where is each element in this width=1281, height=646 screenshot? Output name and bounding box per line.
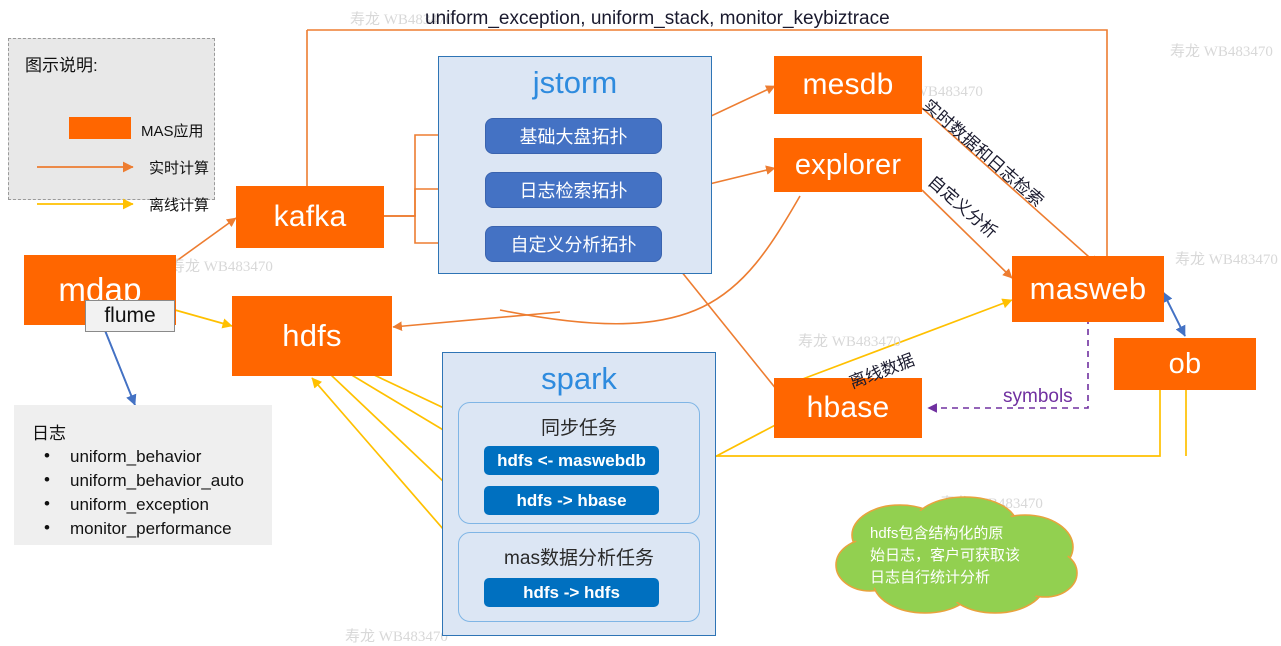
- edge-label-symbols: symbols: [1003, 386, 1073, 407]
- cloud-note-text: hdfs包含结构化的原 始日志，客户可获取该 日志自行统计分析: [870, 523, 1055, 589]
- log-note-list: uniform_behavior uniform_behavior_auto u…: [44, 444, 244, 541]
- list-item: uniform_exception: [44, 492, 244, 517]
- log-note-title: 日志: [32, 424, 66, 443]
- legend-realtime-label: 实时计算: [149, 160, 210, 177]
- spark-task-hdfs-from-maswebdb[interactable]: hdfs <- maswebdb: [484, 446, 659, 475]
- cloud-line-2: 始日志，客户可获取该: [870, 547, 1021, 564]
- node-explorer[interactable]: explorer: [774, 138, 922, 192]
- jstorm-item-2[interactable]: 自定义分析拓扑: [485, 226, 662, 262]
- legend-app-swatch: [69, 117, 131, 139]
- spark-task-hdfs-to-hbase[interactable]: hdfs -> hbase: [484, 486, 659, 515]
- log-note-box: 日志 uniform_behavior uniform_behavior_aut…: [14, 405, 272, 545]
- spark-group-sync-title: 同步任务: [540, 418, 617, 439]
- node-mesdb[interactable]: mesdb: [774, 56, 922, 114]
- cloud-note: hdfs包含结构化的原 始日志，客户可获取该 日志自行统计分析: [830, 495, 1090, 625]
- node-hdfs[interactable]: hdfs: [232, 296, 392, 376]
- cloud-line-1: hdfs包含结构化的原: [870, 525, 1004, 542]
- spark-group-analysis-title: mas数据分析任务: [504, 548, 654, 569]
- cloud-shape: [835, 496, 1078, 614]
- group-jstorm-title: jstorm: [532, 65, 618, 100]
- spark-group-analysis: mas数据分析任务: [458, 532, 700, 622]
- cloud-line-3: 日志自行统计分析: [870, 569, 991, 586]
- legend-realtime-arrow: [37, 161, 134, 173]
- node-flume[interactable]: flume: [85, 300, 175, 332]
- watermark: 寿龙 WB483470: [170, 259, 273, 275]
- node-hbase[interactable]: hbase: [774, 378, 922, 438]
- list-item: uniform_behavior: [44, 444, 244, 469]
- node-ob[interactable]: ob: [1114, 338, 1256, 390]
- edge-label-custom-analysis: 自定义分析: [924, 171, 1001, 242]
- legend-offline-arrow: [37, 198, 134, 210]
- watermark: 寿龙 WB483470: [798, 334, 901, 350]
- watermark: 寿龙 WB483470: [1175, 252, 1278, 268]
- jstorm-item-0[interactable]: 基础大盘拓扑: [485, 118, 662, 154]
- list-item: uniform_behavior_auto: [44, 468, 244, 493]
- top-edge-label: uniform_exception, uniform_stack, monito…: [425, 8, 890, 29]
- legend-title: 图示说明:: [25, 56, 98, 75]
- spark-task-hdfs-to-hdfs[interactable]: hdfs -> hdfs: [484, 578, 659, 607]
- list-item: monitor_performance: [44, 516, 244, 541]
- legend-offline-label: 离线计算: [149, 197, 210, 214]
- node-masweb[interactable]: masweb: [1012, 256, 1164, 322]
- legend-app-label: MAS应用: [141, 123, 204, 140]
- legend-box: 图示说明: MAS应用 实时计算 离线计算: [8, 38, 215, 214]
- node-kafka[interactable]: kafka: [236, 186, 384, 248]
- group-spark-title: spark: [541, 361, 617, 396]
- jstorm-item-1[interactable]: 日志检索拓扑: [485, 172, 662, 208]
- watermark: 寿龙 WB483470: [1170, 44, 1273, 60]
